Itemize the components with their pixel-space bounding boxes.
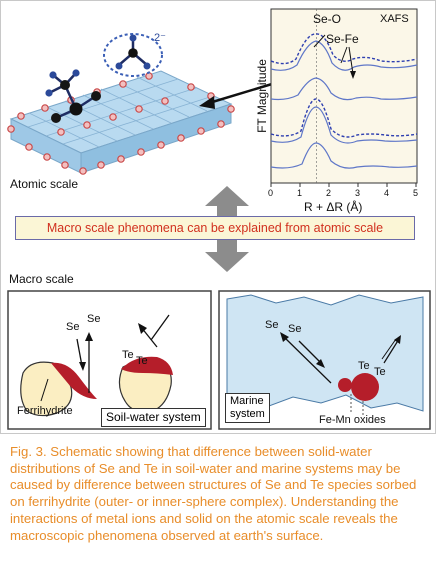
xafs-x-tick: 0 (268, 188, 274, 198)
xafs-x-axis-label: R + ΔR (Å) (304, 200, 363, 214)
marine-se-label: Se (288, 323, 302, 335)
soil-water-panel (7, 290, 212, 430)
xafs-x-tick: 3 (355, 188, 361, 198)
marine-system-line1: Marine (230, 395, 264, 407)
soil-se-label: Se (87, 313, 101, 325)
ferrihydrite-label: Ferrihydrite (17, 405, 73, 417)
soil-se-label: Se (66, 321, 80, 333)
xafs-x-tick: 1 (297, 188, 303, 198)
xafs-x-tick: 2 (326, 188, 332, 198)
atomic-scale-label: Atomic scale (10, 177, 79, 191)
marine-system-line2: system (230, 408, 265, 420)
inner-sphere-complex (45, 69, 101, 123)
xafs-plot (270, 8, 418, 187)
xafs-x-tick: 4 (384, 188, 390, 198)
soil-te-label: Te (136, 355, 148, 367)
charge-label: 2⁻ (154, 32, 166, 44)
xafs-y-axis-label: FT Magnitude (255, 59, 269, 133)
fe-mn-oxides-label: Fe-Mn oxides (319, 414, 386, 426)
marine-system-label: Marine system (225, 393, 270, 423)
se-fe-peak-label: Se-Fe (326, 32, 359, 46)
mineral-slab (7, 70, 235, 175)
scale-double-arrow (205, 186, 249, 272)
xafs-x-tick: 5 (413, 188, 419, 198)
macro-scale-label: Macro scale (9, 272, 74, 286)
figure-caption: Fig. 3. Schematic showing that differenc… (10, 444, 417, 543)
soil-water-system-label: Soil-water system (101, 408, 206, 427)
marine-se-label: Se (265, 319, 279, 331)
marine-te-label: Te (374, 366, 386, 378)
xafs-pointer-arrow (199, 82, 273, 109)
banner: Macro scale phenomena can be explained f… (15, 216, 415, 240)
figure-panel: 2⁻ Atomic scale XAFS Se-O Se-Fe FT Magni… (0, 0, 436, 434)
xafs-tag: XAFS (380, 13, 409, 25)
se-o-peak-label: Se-O (313, 12, 342, 26)
outer-sphere-complex (103, 33, 163, 77)
marine-te-label: Te (358, 360, 370, 372)
soil-te-label: Te (122, 349, 134, 361)
